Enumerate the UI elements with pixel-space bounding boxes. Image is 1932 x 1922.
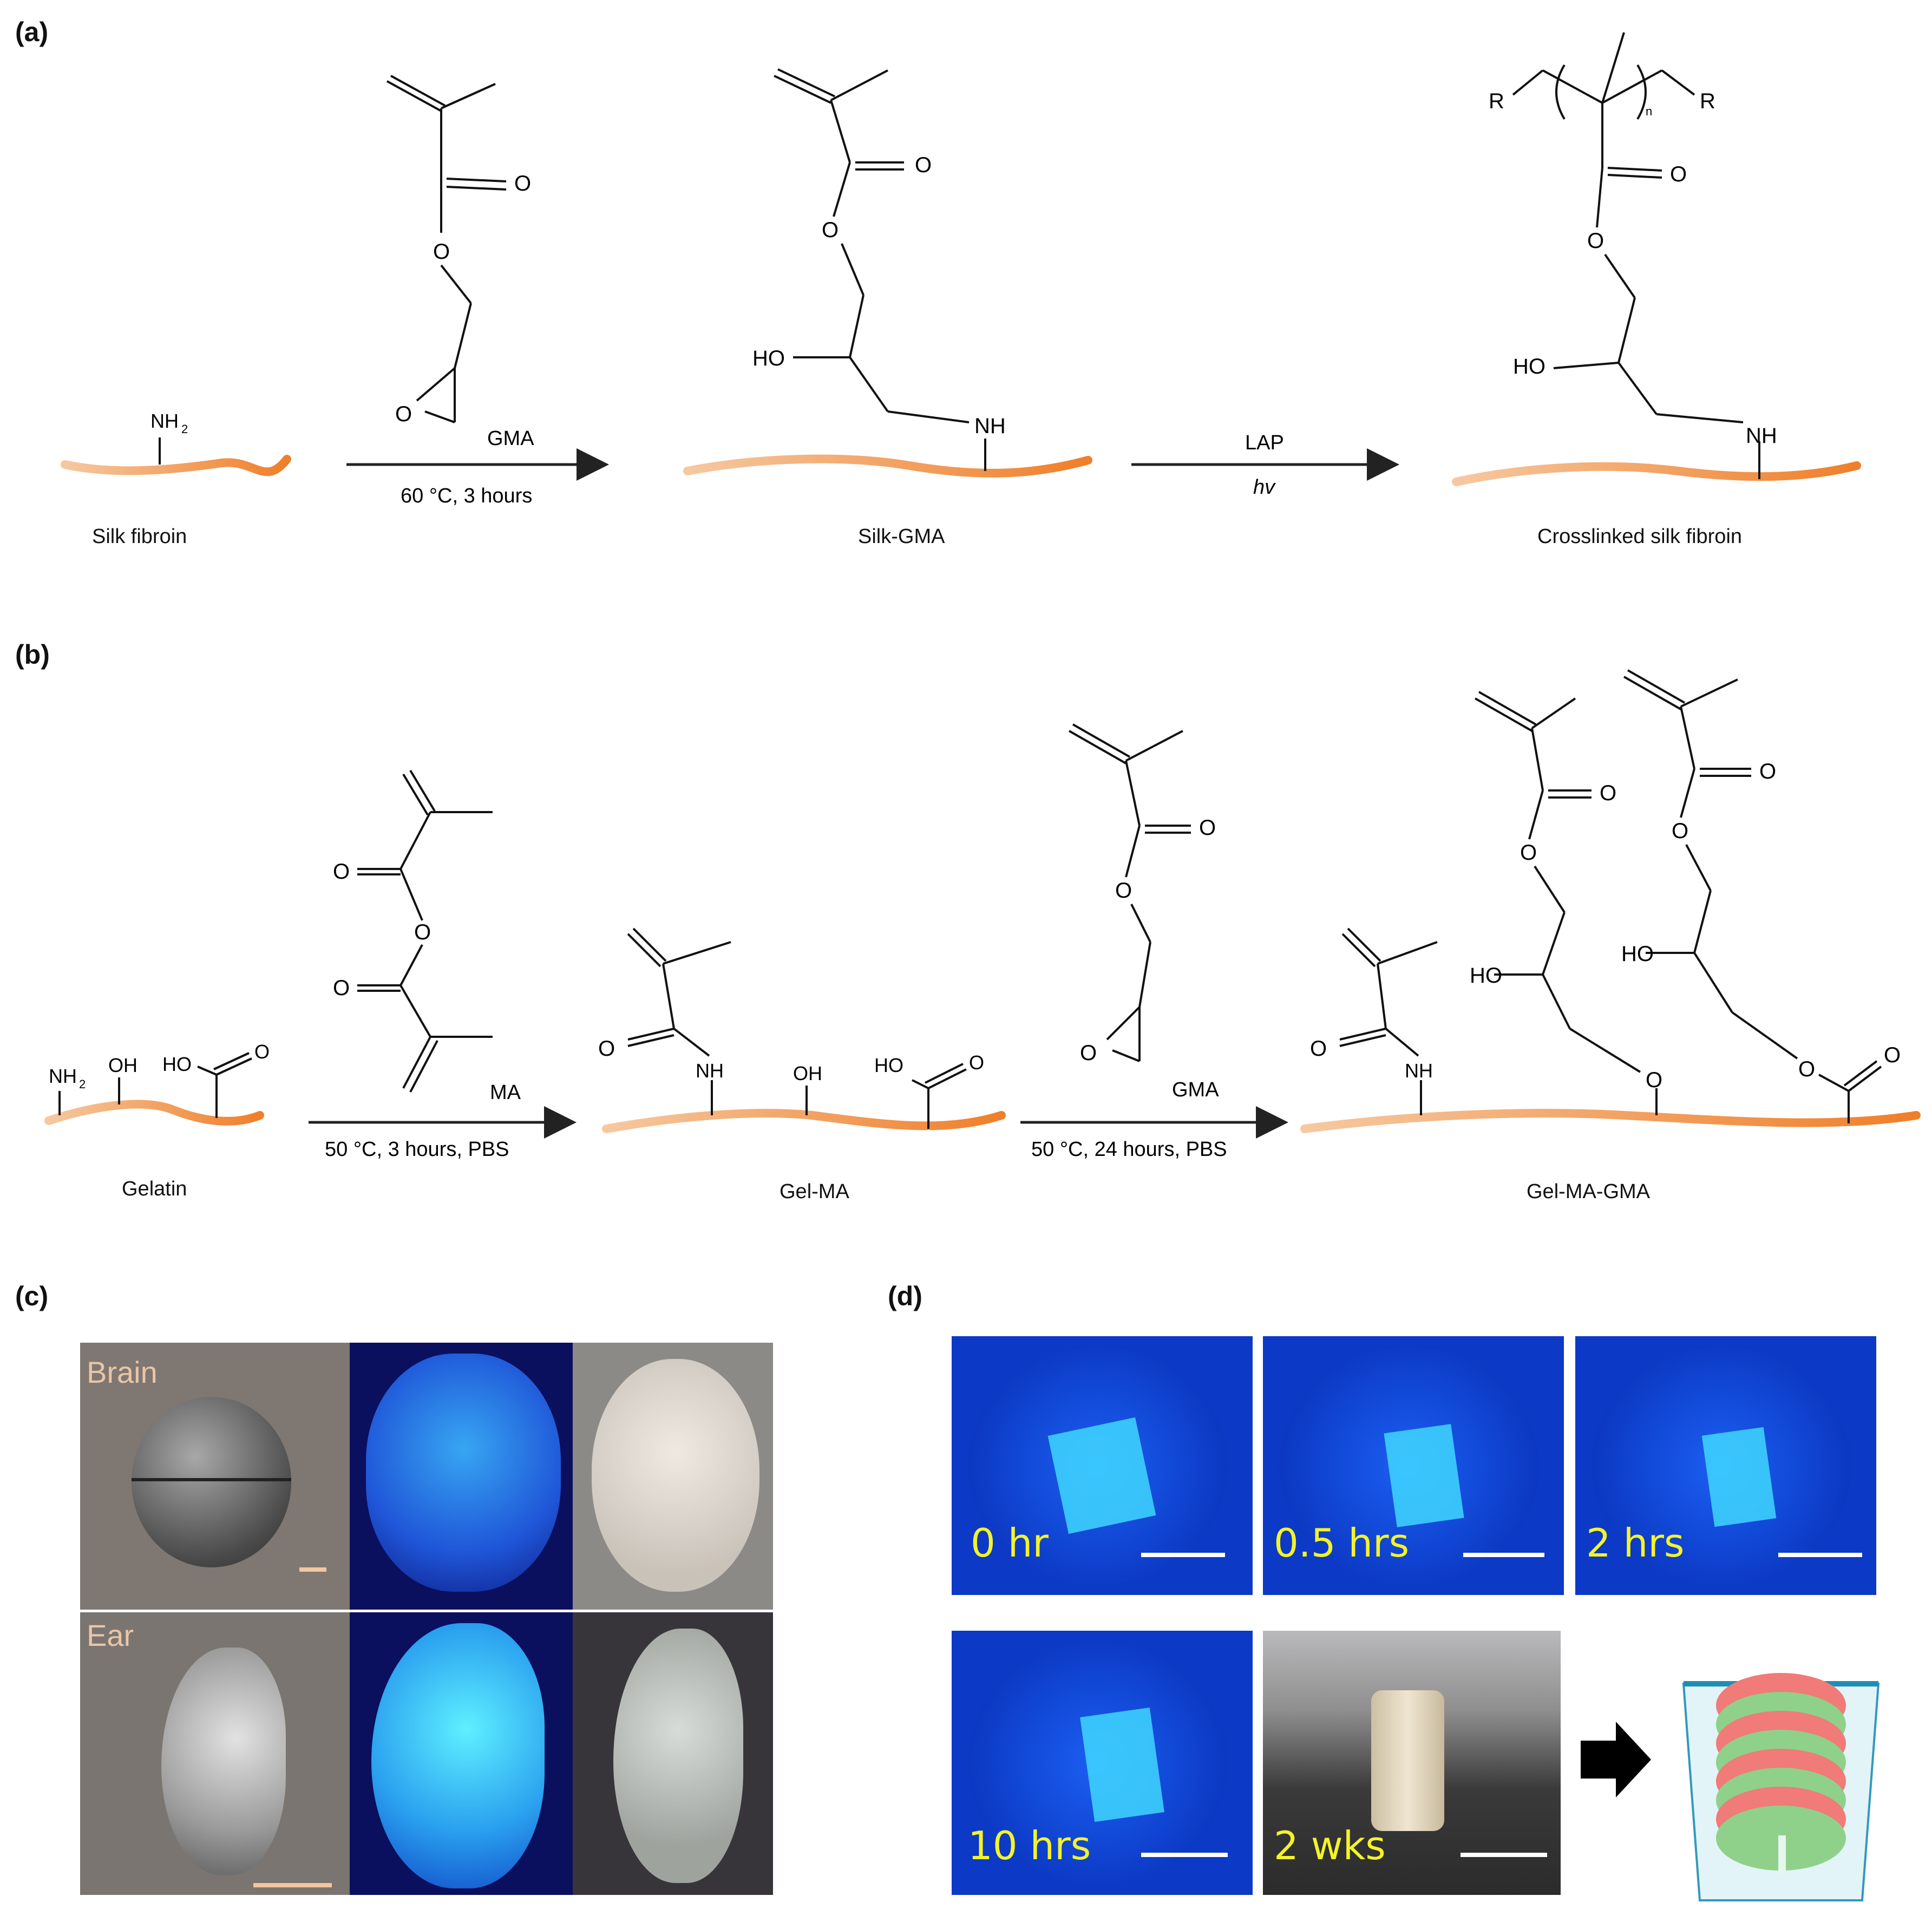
scaffold-schematic [1682, 1673, 1880, 1901]
label-silk-fibroin: Silk fibroin [92, 525, 187, 548]
svg-text:OH: OH [108, 1054, 137, 1076]
right-arrow-icon [1581, 1722, 1651, 1797]
svg-text:O: O [1672, 819, 1688, 843]
reagent-lap: LAP [1245, 432, 1284, 454]
svg-text:O: O [969, 1051, 984, 1074]
gel-ma-chain [602, 1109, 1006, 1133]
silk-fibroin-chain [61, 455, 291, 476]
svg-text:R: R [1489, 89, 1504, 113]
svg-text:O: O [395, 402, 412, 426]
svg-text:O: O [333, 860, 350, 884]
svg-text:O: O [822, 218, 839, 242]
svg-text:O: O [1080, 1041, 1097, 1065]
brain-model-render: Brain [80, 1343, 350, 1610]
svg-text:O: O [1884, 1043, 1901, 1067]
condition-hv: hv [1253, 476, 1276, 499]
brain-model [132, 1397, 291, 1567]
svg-text:2: 2 [79, 1077, 86, 1091]
svg-text:O: O [1310, 1037, 1327, 1061]
nh2-label: NH [150, 410, 179, 432]
dissolution-0hr: 0 hr [952, 1336, 1253, 1595]
scale-bar [1778, 1553, 1862, 1557]
svg-text:2: 2 [181, 422, 188, 436]
ear-print-photo [573, 1612, 773, 1895]
svg-text:O: O [1199, 816, 1216, 840]
reagent-ma: MA [490, 1081, 521, 1104]
panel-label-c: (c) [15, 1281, 49, 1311]
dissolution-2hrs: 2 hrs [1575, 1336, 1876, 1595]
label-silk-gma: Silk-GMA [858, 525, 945, 548]
ear-label: Ear [87, 1618, 134, 1652]
label-crosslinked-silk-fibroin: Crosslinked silk fibroin [1537, 525, 1743, 548]
svg-text:O: O [333, 976, 350, 1000]
panel-a-scheme: NH 2 O O O GMA 60 °C, 3 hours O O [61, 32, 1861, 507]
panel-b-scheme: NH 2 OH HO O O O O MA 50 °C, 3 hours, PB… [44, 669, 1921, 1161]
silk-gma-chain [683, 454, 1092, 478]
scaffold-2wks-photo: 2 wks [1263, 1631, 1561, 1895]
gel-ma-gma-chain [1300, 1109, 1921, 1133]
svg-text:O: O [433, 240, 450, 264]
svg-text:NH: NH [1405, 1060, 1433, 1082]
svg-text:NH: NH [49, 1065, 77, 1087]
label-gel-ma-gma: Gel-MA-GMA [1527, 1180, 1650, 1203]
reagent-gma: GMA [487, 427, 534, 450]
svg-text:HO: HO [1621, 942, 1654, 966]
time-label: 10 hrs [968, 1823, 1091, 1868]
svg-text:O: O [1587, 229, 1604, 253]
panel-label-b: (b) [15, 639, 50, 670]
svg-text:O: O [254, 1041, 270, 1063]
time-label: 2 wks [1274, 1823, 1386, 1868]
panel-label-a: (a) [15, 17, 49, 47]
svg-text:HO: HO [1470, 964, 1502, 988]
svg-text:R: R [1700, 89, 1715, 113]
svg-text:O: O [1646, 1068, 1662, 1092]
svg-text:O: O [1759, 760, 1776, 783]
svg-text:O: O [915, 153, 932, 177]
condition-b2: 50 °C, 24 hours, PBS [1031, 1138, 1227, 1161]
svg-text:O: O [1798, 1057, 1815, 1081]
condition-1: 60 °C, 3 hours [401, 485, 532, 507]
svg-text:n: n [1646, 104, 1652, 118]
scale-bar [299, 1567, 326, 1572]
svg-text:O: O [414, 920, 431, 944]
reagent-gma-b: GMA [1172, 1078, 1219, 1101]
svg-text:NH: NH [1746, 424, 1777, 448]
svg-text:O: O [1600, 781, 1616, 805]
brain-print-photo [573, 1343, 773, 1610]
brain-label: Brain [87, 1355, 158, 1389]
scale-bar [1141, 1853, 1228, 1857]
label-gelatin: Gelatin [122, 1178, 187, 1200]
panel-label-d: (d) [888, 1281, 922, 1311]
scale-bar [1463, 1553, 1544, 1557]
ear-print-uv [350, 1612, 573, 1895]
scale-bar [1461, 1853, 1547, 1857]
dissolution-0.5hrs: 0.5 hrs [1263, 1336, 1564, 1595]
time-label: 0.5 hrs [1274, 1520, 1410, 1566]
time-label: 2 hrs [1586, 1520, 1685, 1566]
label-gel-ma: Gel-MA [780, 1180, 849, 1203]
svg-text:O: O [598, 1037, 615, 1061]
condition-b1: 50 °C, 3 hours, PBS [325, 1138, 509, 1161]
svg-text:O: O [514, 172, 531, 195]
svg-text:O: O [1670, 162, 1687, 186]
svg-text:HO: HO [752, 347, 785, 370]
scale-bar [253, 1883, 332, 1887]
svg-text:NH: NH [974, 414, 1006, 438]
time-label: 0 hr [971, 1520, 1049, 1566]
brain-print-uv [350, 1343, 573, 1610]
svg-text:NH: NH [696, 1060, 724, 1082]
svg-text:OH: OH [793, 1062, 822, 1084]
dissolution-10hrs: 10 hrs [952, 1631, 1253, 1895]
ear-model-render: Ear [80, 1612, 350, 1895]
svg-text:HO: HO [1513, 355, 1545, 378]
svg-text:O: O [1520, 841, 1537, 865]
scale-bar [1141, 1553, 1225, 1557]
crosslinked-chain [1452, 461, 1861, 486]
svg-text:O: O [1115, 879, 1132, 903]
svg-text:HO: HO [874, 1054, 903, 1076]
gelatin-chain [44, 1100, 264, 1126]
ear-model [161, 1648, 286, 1875]
svg-text:HO: HO [162, 1053, 192, 1075]
